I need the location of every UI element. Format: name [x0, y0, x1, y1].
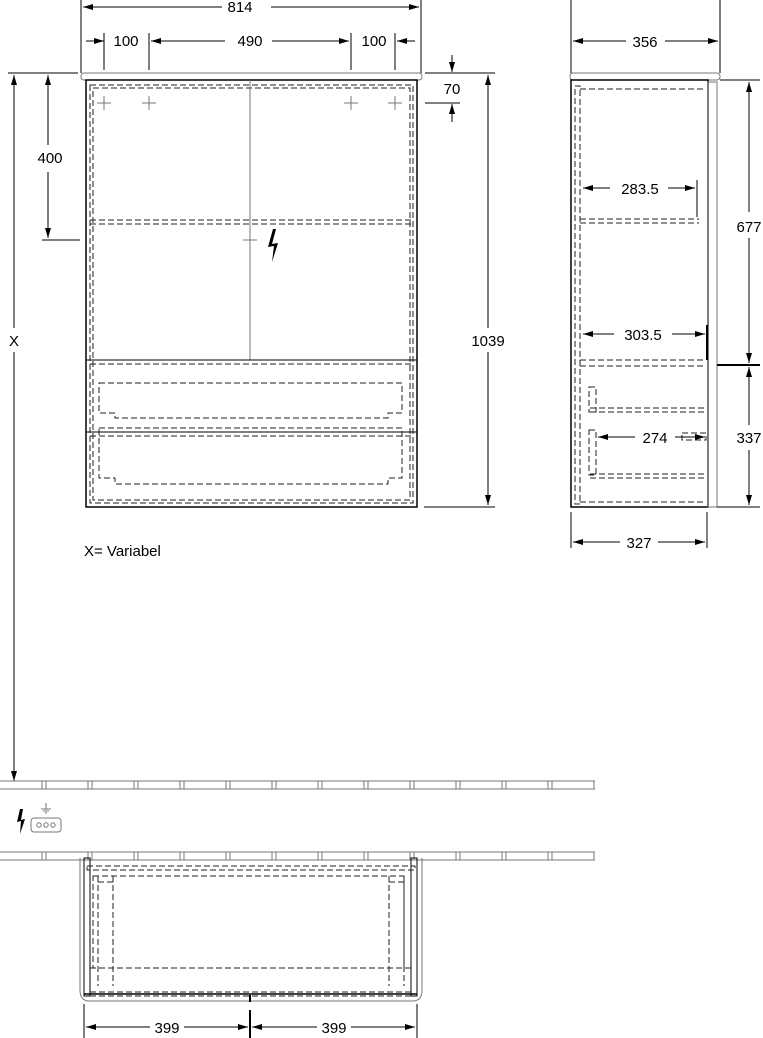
- dim-drawer-depth: 274: [642, 430, 667, 447]
- power-socket-symbol: [17, 803, 62, 834]
- dim-upper-section: 677: [736, 219, 761, 236]
- plan-view: 399 399: [79, 857, 423, 1038]
- dim-total-height: 1039: [471, 333, 504, 350]
- lightning-icon: [268, 229, 278, 262]
- dim-shelf-lower: 303.5: [624, 327, 662, 344]
- back-panel: [574, 85, 581, 505]
- dim-top-offset: 70: [444, 81, 461, 98]
- dim-total-width: 814: [227, 0, 252, 16]
- side-door: [707, 81, 718, 508]
- side-body: [570, 79, 709, 508]
- side-view: 283.5 303.5 274 356 327 677 337: [569, 0, 762, 552]
- dim-center: 490: [237, 33, 262, 50]
- cabinet-body: [85, 79, 418, 508]
- dim-depth-top: 356: [632, 34, 657, 51]
- dim-lower-section: 337: [736, 430, 761, 447]
- socket-icon: [30, 817, 62, 833]
- dim-body-depth: 327: [626, 535, 651, 552]
- dim-left-offset: 100: [113, 33, 138, 50]
- countertop: [80, 72, 423, 81]
- dim-variable: X: [9, 333, 19, 350]
- dim-right-half: 399: [321, 1020, 346, 1037]
- drawer-2-box: [98, 427, 403, 485]
- drawer-1-box: [98, 382, 403, 419]
- ground-icon: [41, 803, 51, 814]
- dim-shelf-upper: 283.5: [621, 181, 659, 198]
- inner-outline-2: [92, 87, 411, 501]
- inner-outline: [89, 84, 414, 504]
- mounting-crosses: [97, 96, 402, 247]
- variable-note: X= Variabel: [84, 543, 161, 560]
- dim-right-offset: 100: [361, 33, 386, 50]
- dim-left-half: 399: [154, 1020, 179, 1037]
- wall-tiles: [0, 780, 595, 861]
- dim-upper-height: 400: [37, 150, 62, 167]
- side-countertop: [569, 72, 721, 81]
- front-view: 814 100 490 100 70 400 1039 X X= Variabe…: [8, 0, 505, 781]
- lightning-icon: [17, 809, 25, 834]
